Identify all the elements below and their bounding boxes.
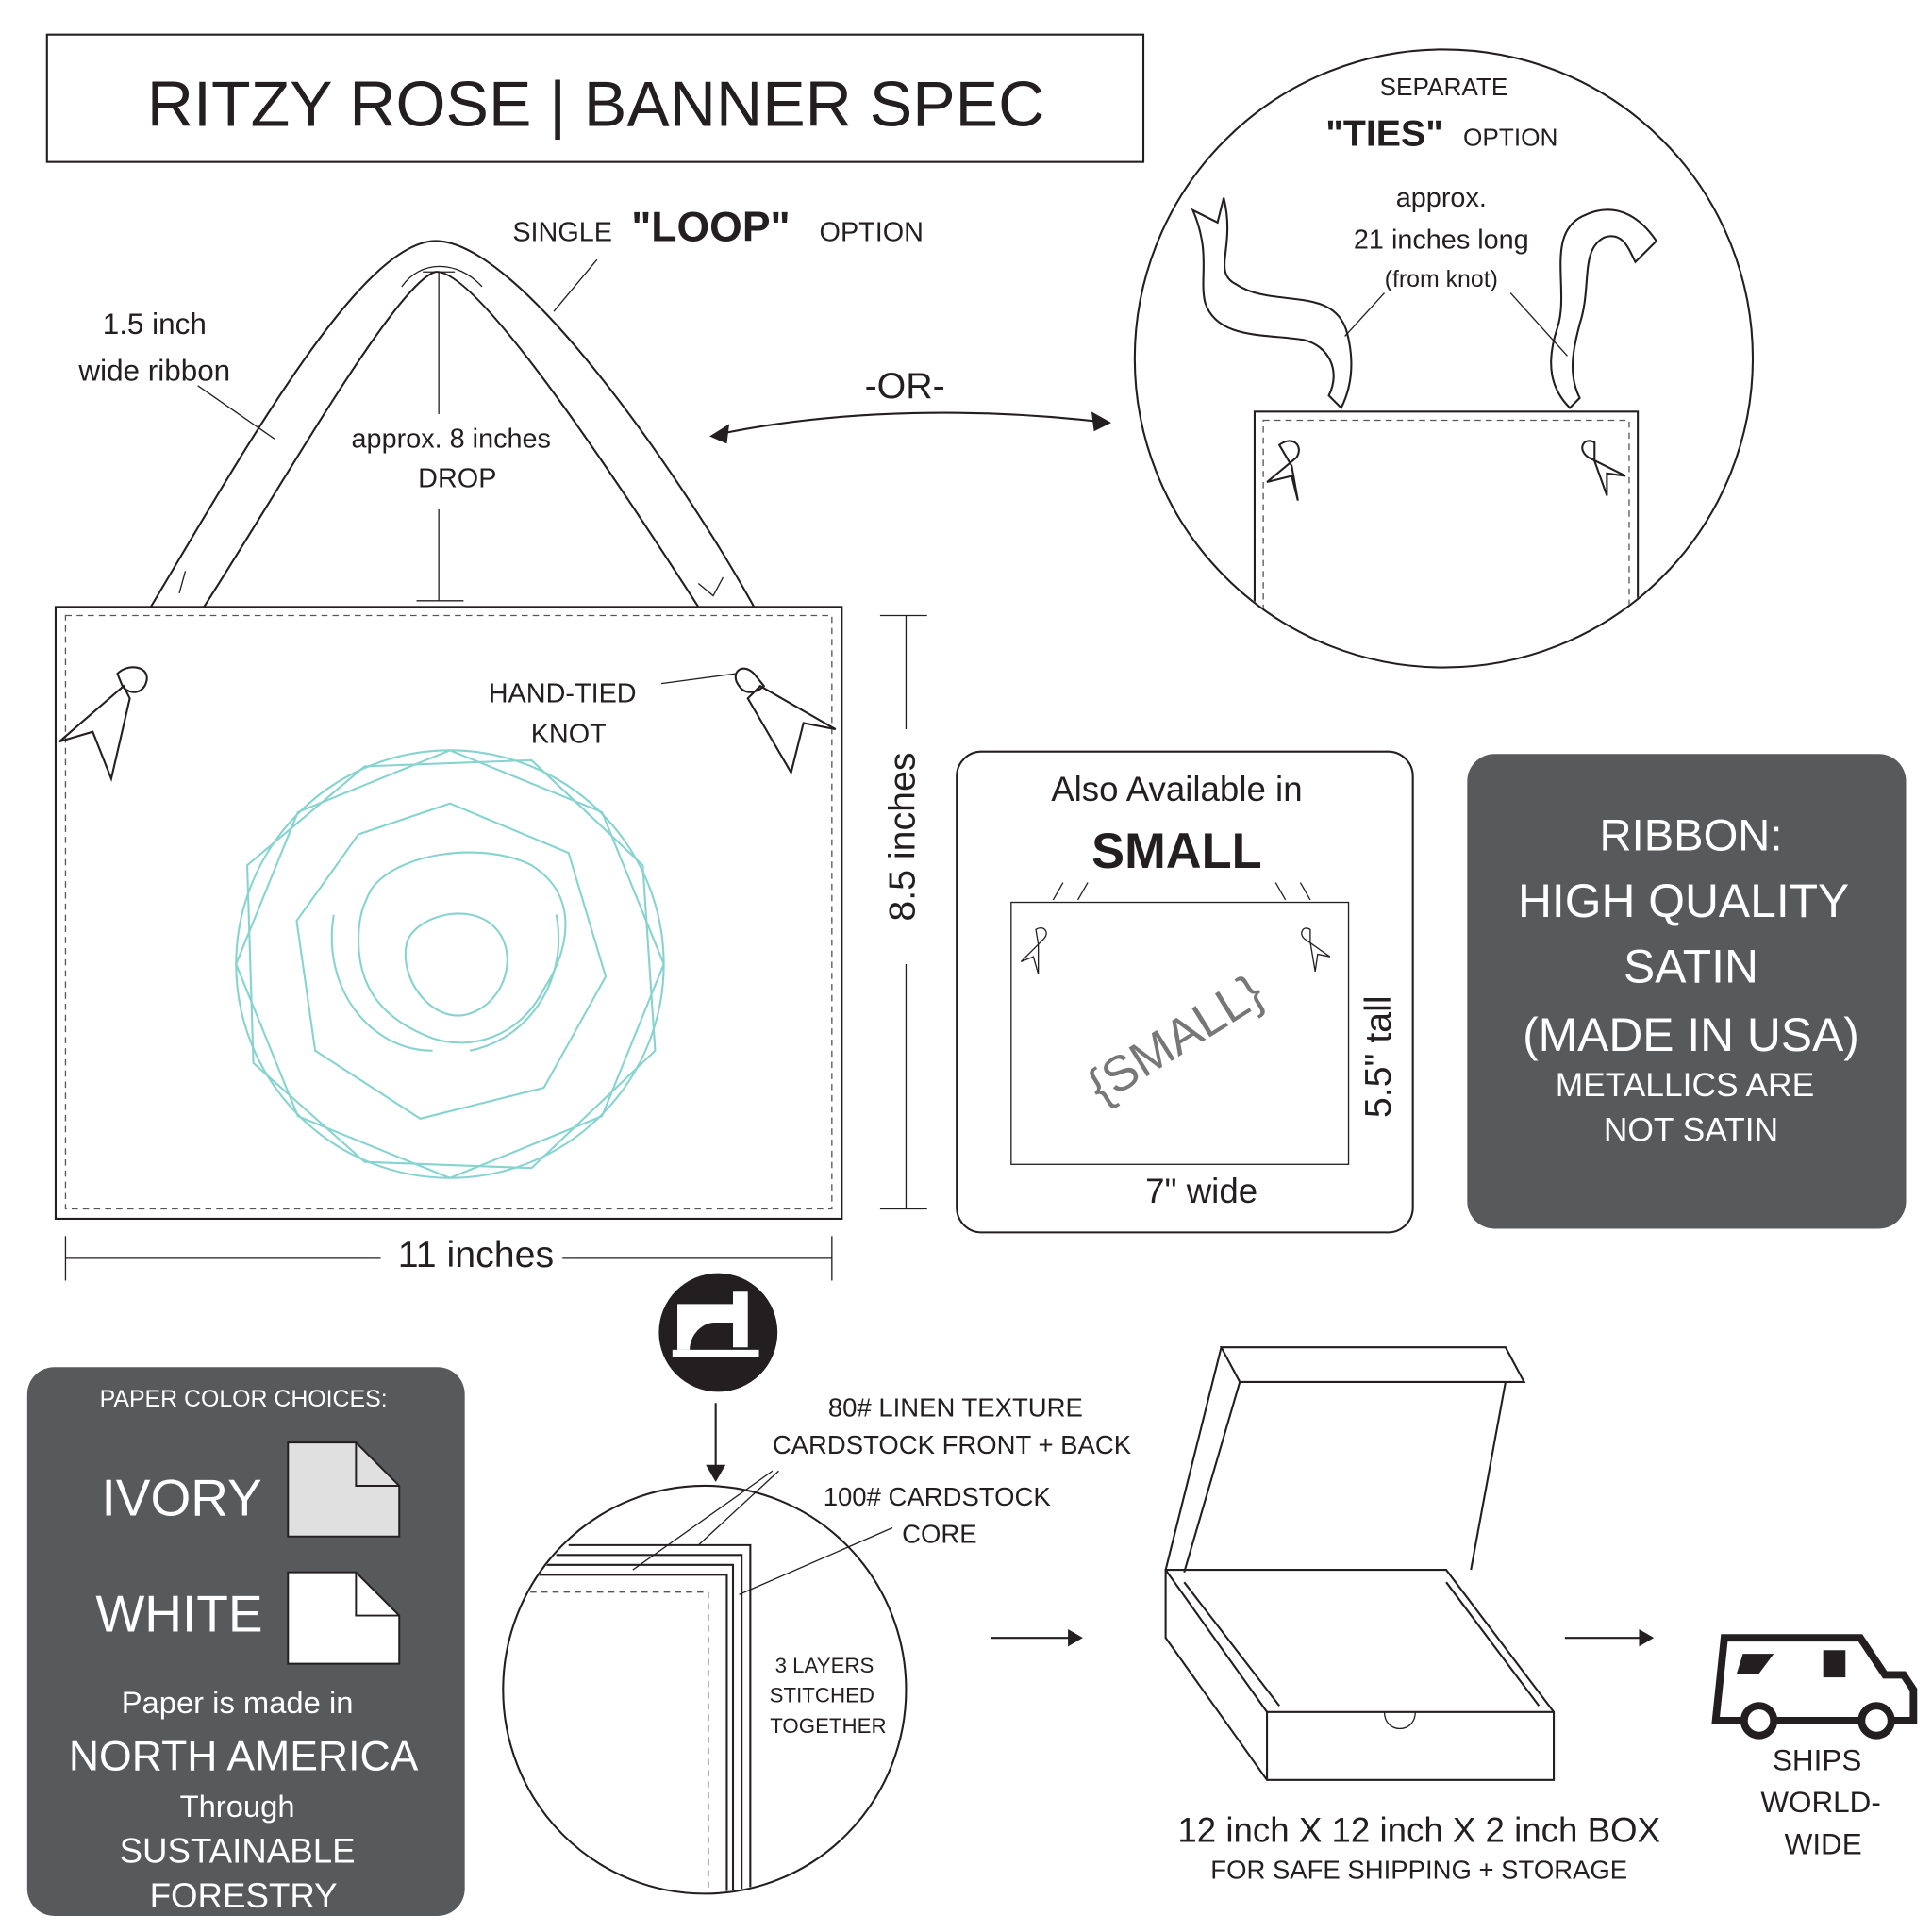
ribbon-note: METALLICS ARE bbox=[1556, 1067, 1814, 1104]
ribbon-material: SATIN bbox=[1624, 941, 1758, 993]
stitch-label: 3 LAYERS bbox=[775, 1654, 874, 1677]
box-dimensions: 12 inch X 12 inch X 2 inch BOX bbox=[1177, 1810, 1660, 1849]
layers-core-label: 100# CARDSTOCK bbox=[824, 1482, 1052, 1511]
small-watermark: {SMALL} bbox=[1078, 965, 1273, 1115]
ribbon-origin: (MADE IN USA) bbox=[1523, 1008, 1859, 1061]
leader-line bbox=[660, 673, 736, 685]
width-label: 11 inches bbox=[398, 1234, 554, 1275]
white-swatch bbox=[287, 1571, 401, 1665]
ribbon-width-label-2: wide ribbon bbox=[77, 355, 230, 388]
height-dimension bbox=[879, 614, 927, 1210]
ties-option-main: "TIES" bbox=[1325, 113, 1443, 155]
paper-origin-text: Paper is made in bbox=[122, 1685, 354, 1720]
drop-dimension bbox=[416, 271, 464, 602]
width-dimension bbox=[64, 1236, 833, 1281]
double-arrow-icon bbox=[709, 411, 1111, 444]
knot-label-2: KNOT bbox=[531, 719, 607, 749]
mail-truck-icon bbox=[1711, 1634, 1918, 1740]
layers-front-back-label: 80# LINEN TEXTURE bbox=[828, 1393, 1083, 1423]
paper-heading: PAPER COLOR CHOICES: bbox=[100, 1386, 388, 1412]
ribbon-width-label: 1.5 inch bbox=[103, 308, 207, 341]
ribbon-quality: HIGH QUALITY bbox=[1518, 874, 1849, 927]
paper-forestry-2: FORESTRY bbox=[150, 1876, 338, 1915]
page-title: RITZY ROSE | BANNER SPEC bbox=[147, 69, 1044, 141]
ties-length-label-3: (from knot) bbox=[1385, 266, 1498, 292]
ties-length-label: approx. bbox=[1396, 183, 1487, 213]
ivory-swatch bbox=[287, 1441, 401, 1538]
box-purpose: FOR SAFE SHIPPING + STORAGE bbox=[1210, 1856, 1627, 1885]
stitch-label-3: TOGETHER bbox=[770, 1714, 886, 1738]
drop-label-2: DROP bbox=[418, 463, 496, 493]
paper-forestry: SUSTAINABLE bbox=[120, 1832, 356, 1871]
ships-label-3: WIDE bbox=[1785, 1827, 1862, 1860]
small-size-card bbox=[956, 750, 1414, 1234]
ribbon-info-panel: RIBBON: HIGH QUALITY SATIN (MADE IN USA)… bbox=[1467, 754, 1907, 1229]
paper-color-panel: PAPER COLOR CHOICES: IVORY WHITE Paper i… bbox=[26, 1367, 465, 1916]
stitch-label-2: STITCHED bbox=[770, 1683, 874, 1707]
down-arrow-icon bbox=[706, 1403, 726, 1483]
paper-option-ivory: IVORY bbox=[102, 1468, 262, 1526]
knot-icon bbox=[58, 666, 837, 783]
ships-label-2: WORLD- bbox=[1760, 1786, 1881, 1819]
height-label: 8.5 inches bbox=[882, 753, 924, 922]
small-heading: Also Available in bbox=[1051, 770, 1302, 808]
gift-box-drawing bbox=[1164, 1346, 1556, 1781]
loop-option-main: "LOOP" bbox=[631, 205, 790, 251]
ships-label: SHIPS bbox=[1773, 1743, 1861, 1776]
layers-core-label-2: CORE bbox=[902, 1519, 976, 1548]
ribbon-heading: RIBBON: bbox=[1600, 809, 1783, 859]
banner-large bbox=[54, 606, 843, 1221]
loop-option-prefix: SINGLE bbox=[512, 218, 612, 248]
ties-option-suffix: OPTION bbox=[1463, 124, 1557, 152]
right-arrow-icon bbox=[991, 1628, 1655, 1647]
paper-option-white: WHITE bbox=[95, 1585, 262, 1643]
ties-label: SEPARATE bbox=[1380, 73, 1508, 101]
ties-detail-circle bbox=[1133, 48, 1755, 669]
leader-line bbox=[553, 258, 598, 312]
small-size-name: SMALL bbox=[1091, 824, 1261, 879]
rose-logo bbox=[235, 749, 665, 1179]
drop-label: approx. 8 inches bbox=[352, 424, 551, 454]
loop-ribbon bbox=[149, 240, 756, 608]
layers-front-back-label-2: CARDSTOCK FRONT + BACK bbox=[773, 1430, 1132, 1459]
paper-origin-region: NORTH AMERICA bbox=[69, 1733, 419, 1779]
sewing-machine-icon bbox=[658, 1273, 778, 1392]
ribbon-note-2: NOT SATIN bbox=[1604, 1111, 1778, 1148]
knot-label: HAND-TIED bbox=[489, 678, 637, 708]
paper-origin-text-2: Through bbox=[180, 1789, 295, 1824]
loop-option-suffix: OPTION bbox=[820, 218, 924, 248]
title-box: RITZY ROSE | BANNER SPEC bbox=[45, 33, 1145, 163]
layers-detail-circle bbox=[502, 1470, 908, 1895]
small-width-label: 7" wide bbox=[1145, 1172, 1257, 1210]
small-height-label: 5.5" tall bbox=[1357, 995, 1399, 1118]
or-label: -OR- bbox=[865, 365, 945, 407]
leader-line bbox=[197, 385, 275, 440]
ties-length-label-2: 21 inches long bbox=[1354, 225, 1529, 255]
